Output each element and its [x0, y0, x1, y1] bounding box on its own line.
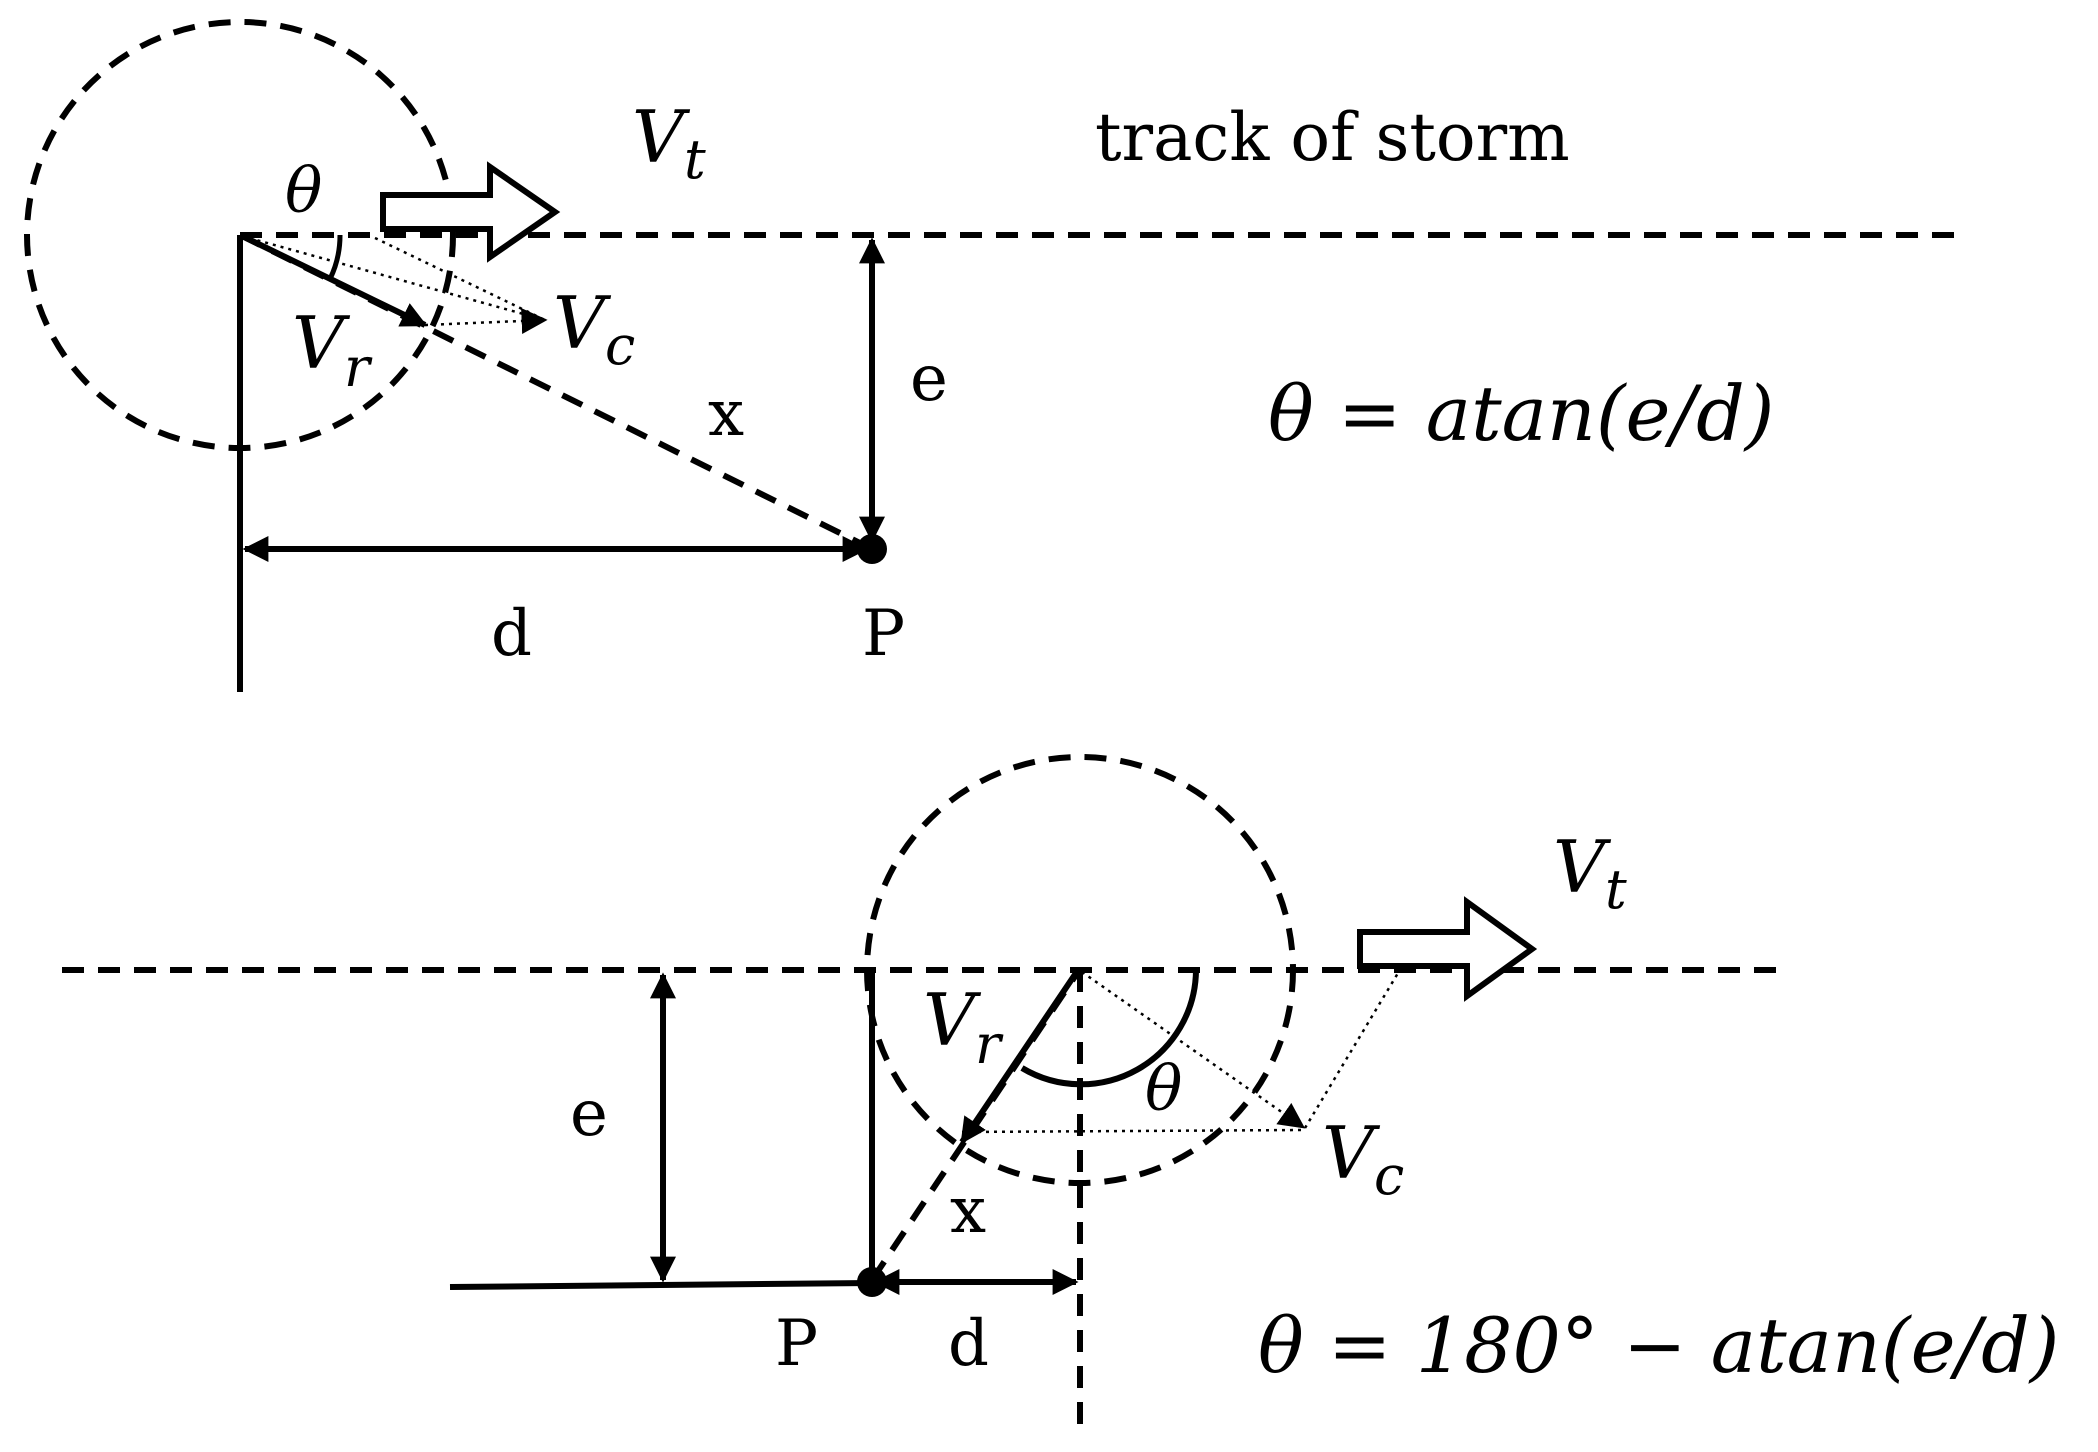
top-d-label: d: [491, 597, 532, 671]
bottom-dotted-line-1: [1081, 970, 1306, 1129]
top-panel: track of storm Vt θ Vr Vc x e d P θ = at…: [24, 19, 1960, 692]
bottom-storm-circle: [864, 754, 1296, 1186]
bottom-dotted-line-2: [961, 1128, 1304, 1134]
bottom-vt-block-arrow: [1357, 896, 1538, 1002]
top-vt-v: V: [632, 95, 691, 179]
bottom-point-p: [857, 1267, 887, 1297]
top-p-label: P: [862, 597, 905, 671]
top-vc-sub: c: [605, 314, 635, 377]
bottom-vr-v: V: [923, 978, 982, 1062]
top-vr-sub: r: [344, 336, 373, 399]
bottom-vr-label: Vr: [923, 978, 1004, 1076]
top-e-label: e: [910, 342, 948, 416]
bottom-formula: θ = 180° − atan(e/d): [1258, 1301, 2059, 1390]
top-track-label: track of storm: [1095, 99, 1570, 176]
top-vr-v: V: [292, 301, 351, 385]
top-vc-v: V: [553, 281, 612, 365]
top-theta-label: θ: [285, 154, 322, 227]
bottom-vr-arrow: [959, 968, 1081, 1145]
top-dotted-line-2: [374, 236, 546, 322]
bottom-vr-sub: r: [975, 1013, 1004, 1076]
bottom-vc-sub: c: [1374, 1144, 1404, 1207]
bottom-panel: Vt Vr θ Vc x e d P θ = 180° − atan(e/d): [62, 754, 2059, 1430]
bottom-vt-label: Vt: [1553, 825, 1627, 921]
top-vt-block-arrow: [380, 161, 561, 263]
top-formula: θ = atan(e/d): [1268, 369, 1774, 458]
top-vt-sub: t: [684, 128, 706, 191]
top-vt-label: Vt: [632, 95, 706, 191]
top-dotted-line-3: [424, 307, 548, 334]
bottom-p-label: P: [775, 1307, 818, 1381]
bottom-baseline: [449, 1280, 873, 1290]
bottom-theta-arc: [1020, 969, 1199, 1088]
bottom-d-label: d: [948, 1307, 989, 1381]
bottom-e-label: e: [570, 1077, 608, 1151]
top-theta-arc: [327, 234, 343, 281]
top-vc-label: Vc: [553, 281, 635, 377]
top-point-p: [857, 534, 887, 564]
bottom-vt-v: V: [1553, 825, 1612, 909]
bottom-theta-label: θ: [1145, 1052, 1182, 1125]
bottom-x-label: x: [950, 1174, 986, 1248]
bottom-vc-v: V: [1322, 1111, 1381, 1195]
bottom-vc-label: Vc: [1322, 1111, 1404, 1207]
bottom-vt-sub: t: [1605, 858, 1627, 921]
top-vr-arrow: [238, 232, 428, 328]
bottom-dotted-line-3: [1303, 962, 1406, 1129]
top-vr-label: Vr: [292, 301, 373, 399]
top-x-label: x: [708, 377, 744, 451]
